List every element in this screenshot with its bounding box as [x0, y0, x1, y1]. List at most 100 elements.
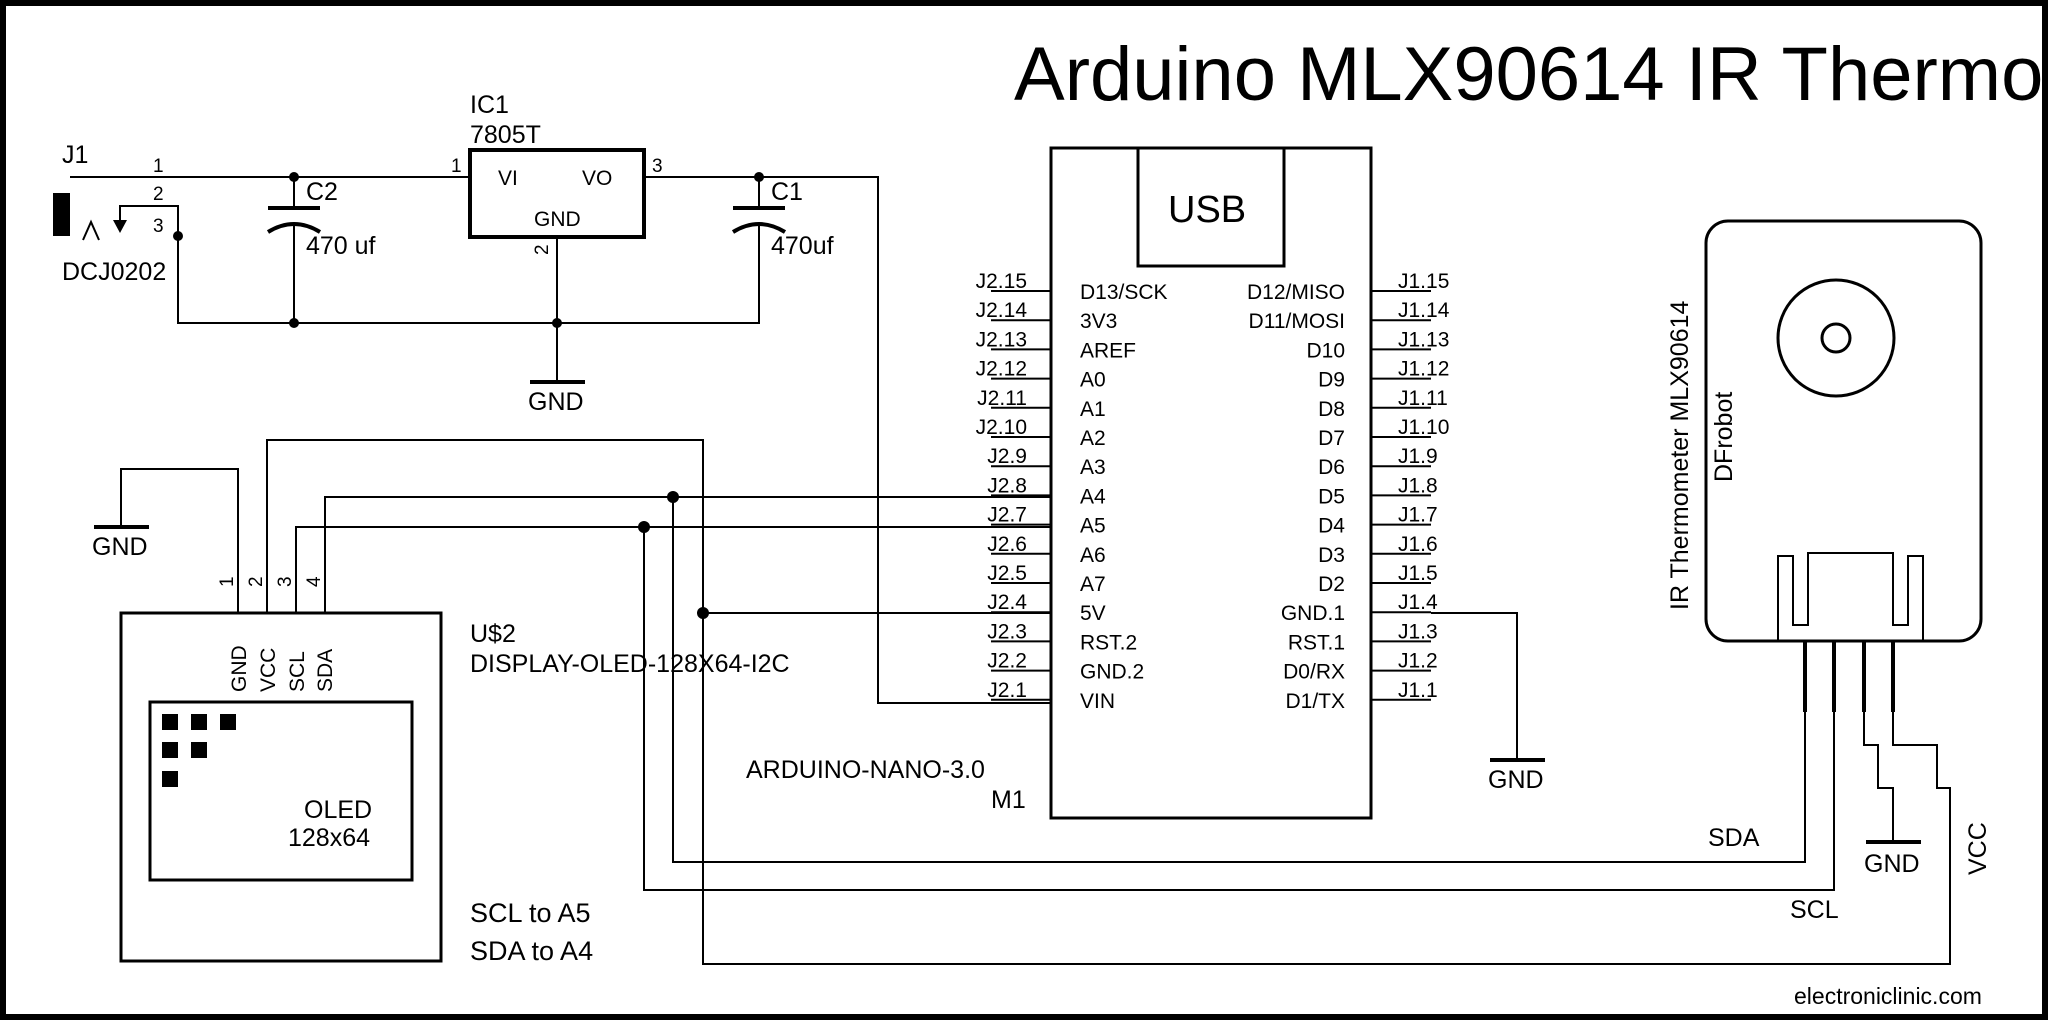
nano-pin-name: A5	[1080, 515, 1106, 538]
gnd-label-regulator: GND	[528, 388, 584, 416]
nano-pin-name: D11/MOSI	[1249, 310, 1345, 333]
junction-dot	[754, 172, 764, 182]
oled-note-scl: SCL to A5	[470, 898, 591, 928]
nano-pin-number: J2.13	[976, 328, 1027, 351]
nano-ref: M1	[991, 786, 1026, 814]
nano-right-pins: J1.15D12/MISOJ1.14D11/MOSIJ1.13D10J1.12D…	[1247, 270, 1450, 713]
oled-pin-name-sda: SDA	[314, 649, 337, 692]
nano-pin-name: A4	[1080, 485, 1106, 508]
nano-pin-name: D2	[1318, 573, 1345, 596]
sensor-maker: DFrobot	[1710, 392, 1738, 482]
c1-value: 470uf	[771, 232, 834, 260]
oled-pin-num-1: 1	[217, 576, 238, 587]
wire-ground-rail	[177, 236, 760, 324]
regulator-vo-label: VO	[582, 167, 612, 190]
wire-oled-scl	[295, 526, 1835, 891]
nano-pin-name: D1/TX	[1285, 690, 1345, 713]
nano-pin-number: J2.6	[987, 533, 1027, 556]
dc-jack-body	[53, 193, 70, 236]
nano-pin-number: J1.14	[1398, 299, 1450, 322]
oled-pin-num-3: 3	[275, 576, 296, 587]
oled-screen-label-1: OLED	[304, 796, 372, 824]
nano-pin-name: D4	[1318, 515, 1345, 538]
oled-pin-num-2: 2	[246, 576, 267, 587]
regulator-body	[468, 148, 646, 239]
regulator-gnd-label: GND	[534, 208, 581, 231]
nano-pin-name: A1	[1080, 398, 1106, 421]
nano-usb-connector	[1136, 146, 1286, 268]
oled-pin-num-4: 4	[304, 576, 325, 587]
oled-display: OLED 128x64 U$2 DISPLAY-OLED-128X64-I2C …	[119, 576, 790, 963]
gnd-label-sensor: GND	[1864, 850, 1920, 878]
nano-pin-number: J2.7	[987, 504, 1027, 527]
nano-pin-number: J1.9	[1398, 445, 1438, 468]
nano-pin-number: J2.5	[987, 562, 1027, 585]
dc-jack-switch-symbol	[82, 219, 100, 241]
dc-jack: J1 DCJ0202 1 2 3	[53, 141, 179, 286]
oled-pixel	[162, 742, 178, 758]
nano-pin-number: J1.13	[1398, 328, 1449, 351]
nano-pin-name: D5	[1318, 485, 1345, 508]
nano-pin-number: J1.1	[1398, 679, 1438, 702]
nano-left-pin-row: J2.7 A5	[987, 504, 1105, 538]
nano-left-pin-row: J2.6 A6	[987, 533, 1105, 567]
nano-right-pin-row: J1.9 D6	[1318, 445, 1438, 479]
wire-oled-vcc	[266, 439, 1951, 965]
nano-pin-number: J2.15	[976, 270, 1027, 293]
oled-pixel	[162, 771, 178, 787]
nano-right-pin-row: J1.2D0/RX	[1283, 650, 1438, 684]
nano-pin-number: J1.12	[1398, 358, 1449, 381]
nano-pin-number: J2.11	[977, 387, 1027, 410]
sensor-title: IR Thermometer MLX90614	[1666, 301, 1694, 610]
nano-pin-name: A6	[1080, 544, 1106, 567]
sensor-vcc-label: VCC	[1964, 822, 1992, 875]
nano-right-pin-row: J1.8D5	[1318, 474, 1438, 508]
nano-pin-number: J1.5	[1398, 562, 1438, 585]
dc-jack-pin2-wire	[119, 205, 179, 236]
c2-ref: C2	[306, 178, 338, 206]
oled-screen	[148, 700, 414, 882]
nano-pin-name: A3	[1080, 456, 1106, 479]
regulator-7805: IC1 7805T VI VO GND 1 3 2	[451, 91, 663, 255]
oled-ref: U$2	[470, 620, 516, 648]
junction-dot	[638, 521, 650, 533]
nano-right-pin-row: J1.7 D4	[1318, 504, 1438, 538]
nano-pin-number: J1.11	[1398, 387, 1448, 410]
sensor-board	[1704, 219, 1983, 643]
nano-right-pin-row: J1.14 D11/MOSI	[1249, 299, 1450, 333]
dc-jack-ref: J1	[62, 141, 88, 169]
nano-pin-name: A2	[1080, 427, 1106, 450]
nano-left-pin-row: J2.11 A1	[977, 387, 1106, 421]
nano-pin-name: D3	[1318, 544, 1345, 567]
nano-body	[1049, 146, 1373, 820]
nano-pin-name: 5V	[1080, 602, 1106, 625]
nano-pin-name: D6	[1318, 456, 1345, 479]
oled-pixel	[191, 742, 207, 758]
wire-oled-sda	[324, 496, 1806, 863]
oled-screen-label-2: 128x64	[288, 824, 370, 852]
oled-pin-name-scl: SCL	[286, 651, 309, 692]
nano-left-pin-row: J2.4 5V	[987, 591, 1105, 625]
oled-pixel	[191, 714, 207, 730]
nano-pin-number: J2.4	[987, 591, 1027, 614]
nano-pin-number: J1.15	[1398, 270, 1449, 293]
junction-dot	[173, 231, 183, 241]
nano-pin-number: J1.7	[1398, 504, 1438, 527]
junction-dot	[667, 491, 679, 503]
